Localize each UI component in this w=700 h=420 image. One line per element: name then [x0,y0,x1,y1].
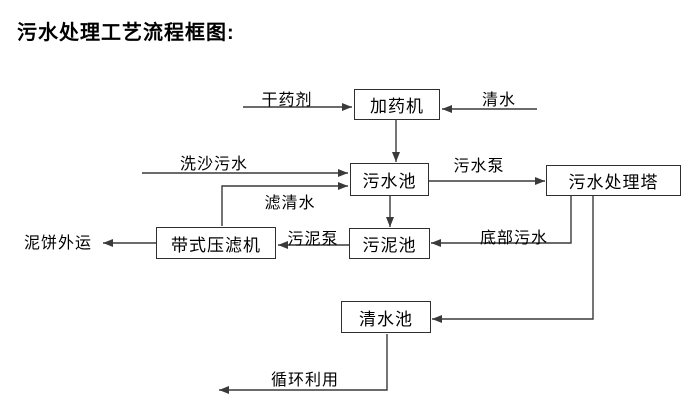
edge-label-recycling: 循环利用 [270,372,340,389]
arrow-bottom-sewage-to-sludge-pool [431,196,572,247]
edge-label-dry-agent: 干药剂 [261,92,313,109]
arrow-treatment-tower-to-clean-water-pool [432,196,594,323]
node-sewage-treatment-tower: 污水处理塔 [546,165,681,196]
arrow-clean-water-pool-to-recycling [219,334,388,394]
arrow-filtered-water-to-sewage-pool [221,182,348,226]
edge-label-sand-washing-sewage: 洗沙污水 [179,156,249,173]
diagram-title: 污水处理工艺流程框图: [17,22,235,44]
node-dosing-machine: 加药机 [354,89,440,120]
edge-label-clean-water: 清水 [481,92,517,109]
node-clean-water-pool: 清水池 [341,301,431,333]
edge-label-sewage-pump: 污水泵 [453,158,505,175]
node-sludge-pool: 污泥池 [349,228,430,259]
node-sewage-pool-label: 污水池 [362,172,417,191]
node-sludge-pool-label: 污泥池 [362,236,417,255]
node-sewage-treatment-tower-label: 污水处理塔 [568,173,659,192]
node-sewage-pool: 污水池 [350,163,429,196]
edge-label-sludge-pump: 污泥泵 [287,231,339,248]
edge-label-filtered-clean-water: 滤清水 [264,195,316,212]
node-belt-filter-press-label: 带式压滤机 [171,235,261,255]
node-belt-filter-press: 带式压滤机 [156,227,276,259]
edge-label-mud-cake-out: 泥饼外运 [23,235,93,252]
edge-label-bottom-sewage: 底部污水 [479,230,549,247]
node-dosing-machine-label: 加药机 [370,97,424,116]
node-clean-water-pool-label: 清水池 [359,309,413,329]
